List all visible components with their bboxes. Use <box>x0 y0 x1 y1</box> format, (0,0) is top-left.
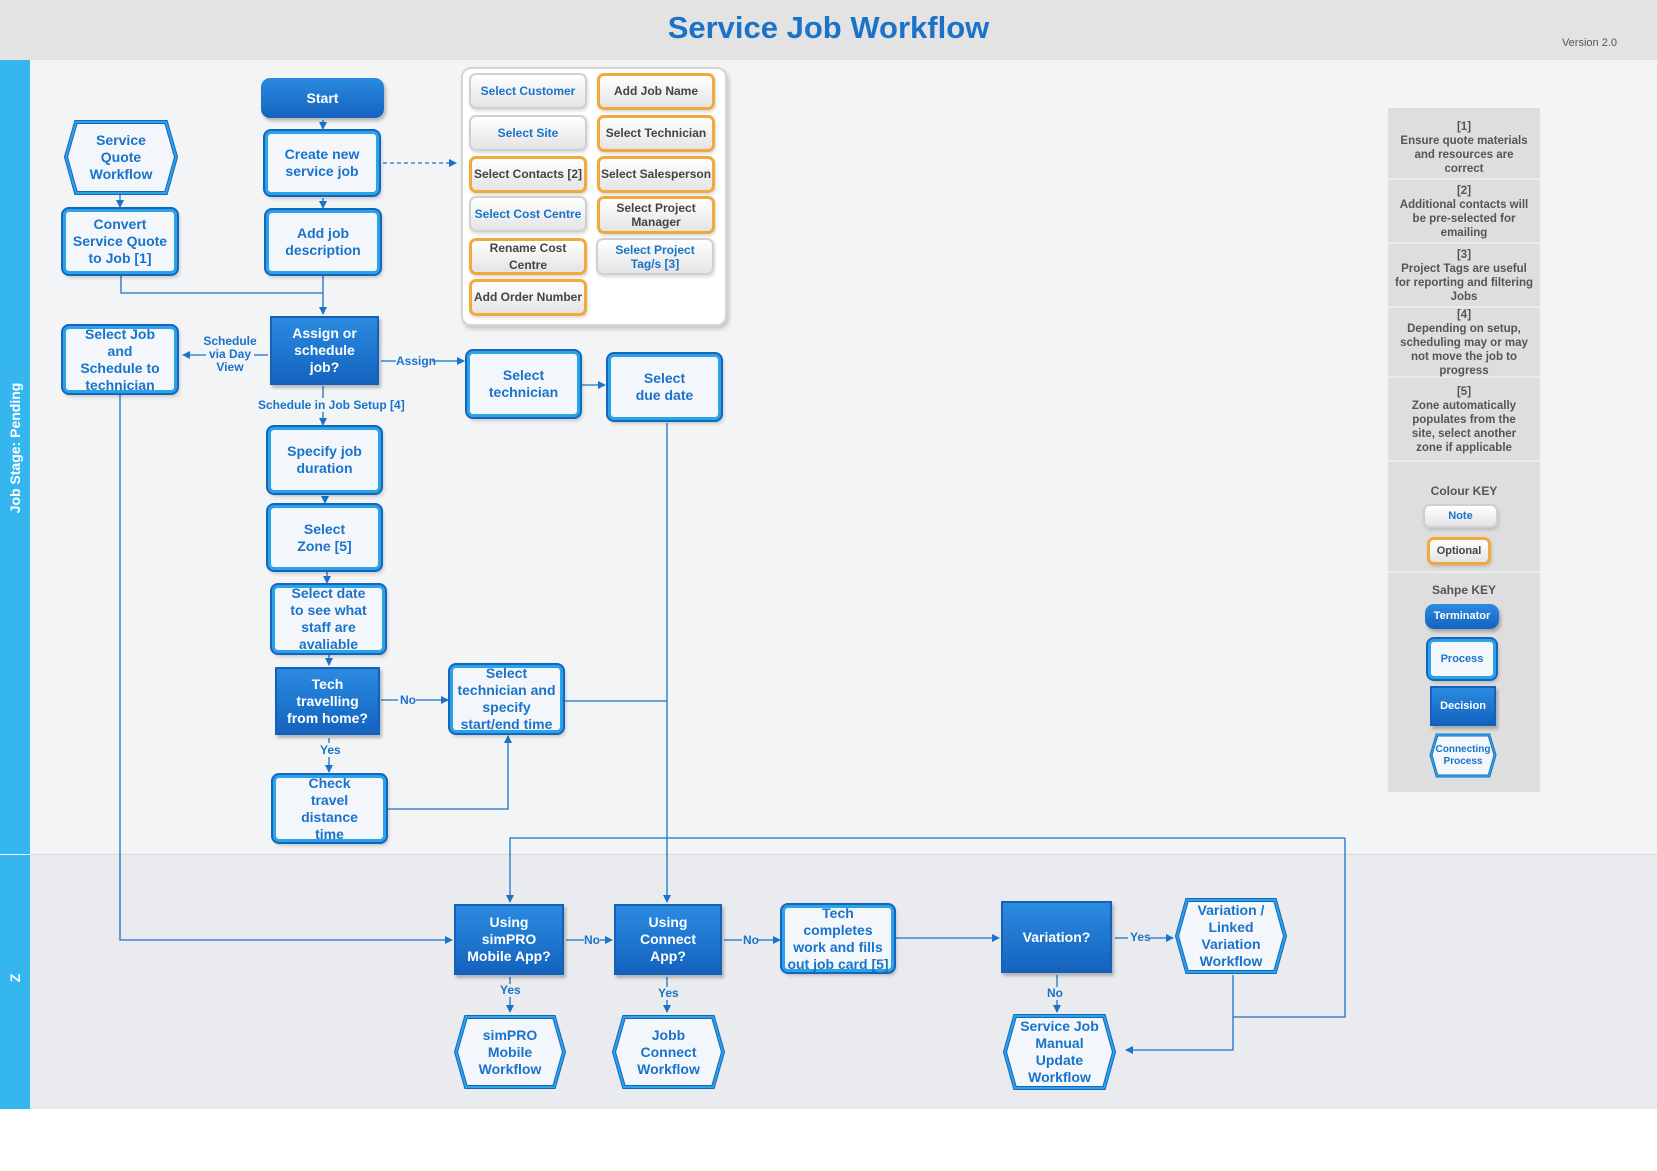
note-5-number: [5] <box>1456 386 1472 398</box>
edge-label-schedule-day-view: Schedule via Day View <box>203 334 257 374</box>
variation-workflow-label: Variation / Linked Variation Workflow <box>1197 902 1265 969</box>
key-terminator-swatch: Terminator <box>1425 604 1499 629</box>
note-1-text: Ensure quote materials and resources are… <box>1400 135 1528 175</box>
note-4: [4] Depending on setup, scheduling may o… <box>1388 309 1540 378</box>
note-3: [3] Project Tags are useful for reportin… <box>1388 246 1540 308</box>
key-connecting-swatch: Connecting Process <box>1429 733 1497 778</box>
field-select-site[interactable]: Select Site <box>469 115 587 151</box>
edge-label-schedule-job-setup: Schedule in Job Setup [4] <box>258 398 405 412</box>
note-4-text: Depending on setup, scheduling may or ma… <box>1400 323 1528 377</box>
edge-label-yes-travel: Yes <box>320 743 341 757</box>
edge-label-yes-simpro: Yes <box>500 983 521 997</box>
select-job-schedule-process[interactable]: Select Job and Schedule to technician <box>63 326 177 393</box>
manual-update-workflow-label: Service Job Manual Update Workflow <box>1020 1018 1099 1085</box>
lane-pending-bar: Job Stage: Pending <box>0 60 30 854</box>
tech-completes-process[interactable]: Tech completes work and fills out job ca… <box>782 905 894 972</box>
field-select-customer[interactable]: Select Customer <box>469 73 587 109</box>
convert-quote-process[interactable]: Convert Service Quote to Job [1] <box>63 209 177 274</box>
using-simpro-app-decision[interactable]: Using simPRO Mobile App? <box>454 904 564 975</box>
note-1: [1] Ensure quote materials and resources… <box>1388 118 1540 180</box>
field-select-technician[interactable]: Select Technician <box>597 115 715 152</box>
note-3-text: Project Tags are useful for reporting an… <box>1395 263 1533 303</box>
note-2-text: Additional contacts will be pre-selected… <box>1399 199 1529 239</box>
edge-label-yes-variation: Yes <box>1130 930 1151 944</box>
tech-travelling-decision[interactable]: Tech travelling from home? <box>275 667 380 735</box>
service-quote-workflow-hex[interactable]: Service Quote Workflow <box>64 120 178 195</box>
variation-decision[interactable]: Variation? <box>1001 901 1112 973</box>
jobb-connect-workflow-label: Jobb Connect Workflow <box>637 1026 700 1077</box>
field-add-job-name[interactable]: Add Job Name <box>597 73 715 110</box>
check-travel-process[interactable]: Check travel distance time <box>273 775 386 842</box>
field-rename-cost-centre[interactable]: Rename Cost Centre <box>469 238 587 275</box>
colour-key-title: Colour KEY <box>1430 484 1498 498</box>
edge-label-no-travel: No <box>400 693 416 707</box>
field-select-contacts[interactable]: Select Contacts [2] <box>469 156 587 193</box>
field-select-cost-centre[interactable]: Select Cost Centre <box>469 196 587 232</box>
hexagon-shape <box>454 1015 566 1089</box>
page-title: Service Job Workflow <box>667 10 990 45</box>
select-zone-process[interactable]: Select Zone [5] <box>268 505 381 570</box>
specify-duration-process[interactable]: Specify job duration <box>268 427 381 493</box>
jobb-connect-workflow-hex[interactable]: Jobb Connect Workflow <box>612 1015 725 1089</box>
key-note-swatch: Note <box>1423 504 1498 528</box>
note-4-number: [4] <box>1456 309 1472 321</box>
field-select-salesperson[interactable]: Select Salesperson <box>597 156 715 193</box>
simpro-mobile-workflow-hex[interactable]: simPRO Mobile Workflow <box>454 1015 566 1089</box>
select-tech-time-process[interactable]: Select technician and specify start/end … <box>450 665 563 733</box>
create-job-process[interactable]: Create new service job <box>265 131 379 195</box>
lane-progress-background <box>30 854 1657 1110</box>
edge-label-no-connect: No <box>743 933 759 947</box>
note-3-number: [3] <box>1456 249 1472 261</box>
note-2: [2] Additional contacts will be pre-sele… <box>1388 182 1540 244</box>
shape-key-title: Sahpe KEY <box>1431 583 1497 597</box>
lane-progress-bar: Z <box>0 855 30 1109</box>
hexagon-shape <box>1175 898 1287 974</box>
variation-workflow-hex[interactable]: Variation / Linked Variation Workflow <box>1175 898 1287 974</box>
key-connecting-label: Connecting Process <box>1435 743 1491 767</box>
key-process-swatch: Process <box>1428 639 1496 679</box>
edge-label-no-variation: No <box>1047 986 1063 1000</box>
note-5-text: Zone automatically populates from the si… <box>1411 400 1517 454</box>
bottom-whitespace <box>0 1109 1657 1171</box>
hexagon-shape <box>64 120 178 195</box>
simpro-mobile-workflow-label: simPRO Mobile Workflow <box>478 1026 542 1077</box>
manual-update-workflow-hex[interactable]: Service Job Manual Update Workflow <box>1003 1014 1116 1090</box>
edge-label-yes-connect: Yes <box>658 986 679 1000</box>
select-due-date-process[interactable]: Select due date <box>608 354 721 420</box>
add-description-process[interactable]: Add job description <box>266 210 380 274</box>
note-2-number: [2] <box>1456 185 1472 197</box>
note-5: [5] Zone automatically populates from th… <box>1388 380 1540 462</box>
select-technician-process[interactable]: Select technician <box>467 351 580 417</box>
using-connect-app-decision[interactable]: Using Connect App? <box>614 904 722 975</box>
service-quote-workflow-label: Service Quote Workflow <box>89 132 153 182</box>
key-optional-swatch: Optional <box>1427 537 1491 565</box>
hexagon-shape <box>1003 1014 1116 1090</box>
assign-or-schedule-decision[interactable]: Assign or schedule job? <box>270 316 379 385</box>
key-divider <box>1388 571 1540 573</box>
key-decision-swatch: Decision <box>1430 686 1496 726</box>
field-select-project-manager[interactable]: Select Project Manager <box>597 196 715 234</box>
start-terminator[interactable]: Start <box>261 78 384 118</box>
edge-label-assign: Assign <box>396 354 437 368</box>
field-select-project-tags[interactable]: Select Project Tag/s [3] <box>596 238 714 275</box>
edge-label-no-simpro: No <box>584 933 600 947</box>
note-1-number: [1] <box>1456 121 1472 133</box>
field-add-order-number[interactable]: Add Order Number <box>469 279 587 316</box>
version-label: Version 2.0 <box>1561 37 1617 49</box>
select-date-process[interactable]: Select date to see what staff are avalia… <box>272 585 385 653</box>
hexagon-shape <box>612 1015 725 1089</box>
hexagon-shape <box>1429 733 1497 778</box>
